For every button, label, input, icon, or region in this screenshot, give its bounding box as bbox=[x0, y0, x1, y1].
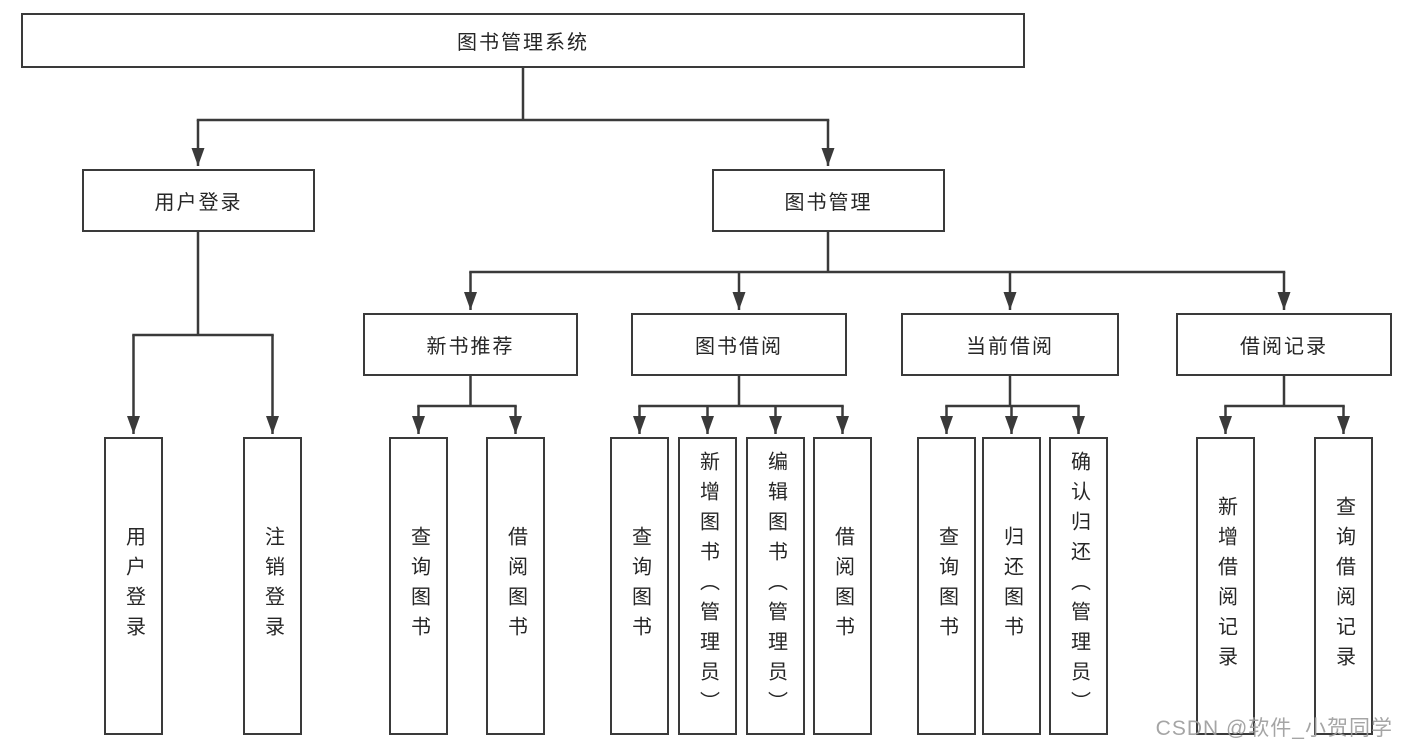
node-current-borrow: 当前借阅 bbox=[901, 313, 1119, 376]
node-book-borrow: 图书借阅 bbox=[631, 313, 847, 376]
node-new-books: 新书推荐 bbox=[363, 313, 578, 376]
leaf-borrow-add: 新增图书（管理员） bbox=[678, 437, 737, 735]
leaf-newbooks-borrow: 借阅图书 bbox=[486, 437, 545, 735]
leaf-borrow-book: 借阅图书 bbox=[813, 437, 872, 735]
leaf-borrow-query-label: 查询图书 bbox=[628, 526, 651, 646]
leaf-newbooks-borrow-label: 借阅图书 bbox=[504, 526, 527, 646]
leaf-record-query: 查询借阅记录 bbox=[1314, 437, 1373, 735]
node-user-login: 用户登录 bbox=[82, 169, 315, 232]
leaf-current-confirm-label: 确认归还（管理员） bbox=[1067, 451, 1090, 721]
leaf-borrow-edit: 编辑图书（管理员） bbox=[746, 437, 805, 735]
node-root: 图书管理系统 bbox=[21, 13, 1025, 68]
leaf-current-query-label: 查询图书 bbox=[935, 526, 958, 646]
leaf-record-query-label: 查询借阅记录 bbox=[1332, 496, 1355, 676]
leaf-logout-label: 注销登录 bbox=[261, 526, 284, 646]
leaf-record-add-label: 新增借阅记录 bbox=[1214, 496, 1237, 676]
leaf-user-login-label: 用户登录 bbox=[122, 526, 145, 646]
leaf-current-return: 归还图书 bbox=[982, 437, 1041, 735]
node-book-borrow-label: 图书借阅 bbox=[695, 336, 783, 358]
leaf-newbooks-query: 查询图书 bbox=[389, 437, 448, 735]
node-borrow-records-label: 借阅记录 bbox=[1240, 336, 1328, 358]
node-root-label: 图书管理系统 bbox=[457, 32, 589, 54]
node-new-books-label: 新书推荐 bbox=[426, 336, 515, 358]
node-book-mgmt-label: 图书管理 bbox=[784, 192, 873, 214]
leaf-current-return-label: 归还图书 bbox=[1000, 526, 1023, 646]
leaf-borrow-query: 查询图书 bbox=[610, 437, 669, 735]
leaf-current-confirm: 确认归还（管理员） bbox=[1049, 437, 1108, 735]
leaf-borrow-edit-label: 编辑图书（管理员） bbox=[764, 451, 787, 721]
node-user-login-label: 用户登录 bbox=[154, 192, 243, 214]
watermark: CSDN @软件_小贺同学 bbox=[1155, 717, 1393, 740]
node-current-borrow-label: 当前借阅 bbox=[966, 336, 1054, 358]
leaf-logout: 注销登录 bbox=[243, 437, 302, 735]
leaf-borrow-book-label: 借阅图书 bbox=[831, 526, 854, 646]
leaf-newbooks-query-label: 查询图书 bbox=[407, 526, 430, 646]
leaf-record-add: 新增借阅记录 bbox=[1196, 437, 1255, 735]
node-book-mgmt: 图书管理 bbox=[712, 169, 945, 232]
leaf-user-login: 用户登录 bbox=[104, 437, 163, 735]
leaf-borrow-add-label: 新增图书（管理员） bbox=[696, 451, 719, 721]
leaf-current-query: 查询图书 bbox=[917, 437, 976, 735]
node-borrow-records: 借阅记录 bbox=[1176, 313, 1392, 376]
